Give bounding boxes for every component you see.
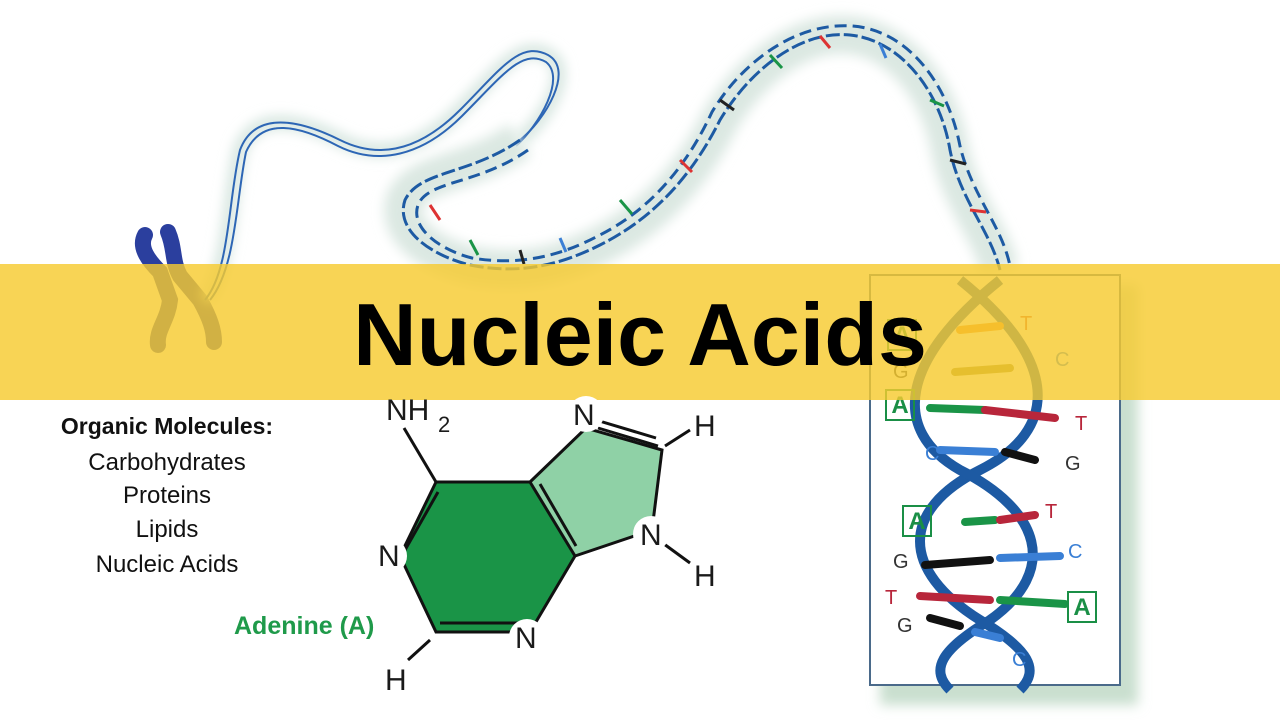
base-box-4: A: [1067, 591, 1097, 623]
atom-nh2: NH: [386, 394, 429, 427]
adenine-label: Adenine (A): [234, 612, 374, 640]
base-letter: G: [1065, 453, 1081, 475]
base-letter: A: [1073, 594, 1090, 621]
list-item: Carbohydrates: [88, 449, 245, 476]
atom-n7: N: [573, 399, 595, 432]
atom-subscript: 2: [438, 412, 450, 437]
list-item: Proteins: [123, 482, 211, 509]
dna-helix-large: [384, 15, 1019, 288]
title-banner: Nucleic Acids: [0, 264, 1280, 400]
organic-molecules-list: Organic Molecules: Carbohydrates Protein…: [61, 413, 273, 578]
atom-h2: H: [385, 664, 407, 697]
atom-n1: N: [378, 540, 400, 573]
pyrimidine-ring: [400, 482, 575, 632]
base-letter: T: [1075, 413, 1087, 435]
base-letter: C: [1012, 649, 1026, 671]
base-letter: C: [925, 443, 939, 465]
base-box-3: A: [902, 505, 932, 537]
list-item: Nucleic Acids: [96, 551, 239, 578]
list-heading: Organic Molecules:: [61, 413, 273, 439]
base-letter: T: [885, 587, 897, 609]
base-letter: A: [908, 508, 925, 535]
atom-n3: N: [515, 622, 537, 655]
list-item: Lipids: [136, 516, 199, 543]
adenine-structure: NH 2 N N N N H H H Adenine (A): [234, 394, 716, 697]
atom-n9: N: [640, 519, 662, 552]
atom-h8: H: [694, 410, 716, 443]
base-letter: G: [897, 615, 913, 637]
base-letter: T: [1045, 501, 1057, 523]
base-letter: G: [893, 551, 909, 573]
page-title: Nucleic Acids: [353, 285, 927, 384]
atom-h9: H: [694, 560, 716, 593]
base-letter: C: [1068, 541, 1082, 563]
dna-strand-thin: [199, 44, 566, 305]
